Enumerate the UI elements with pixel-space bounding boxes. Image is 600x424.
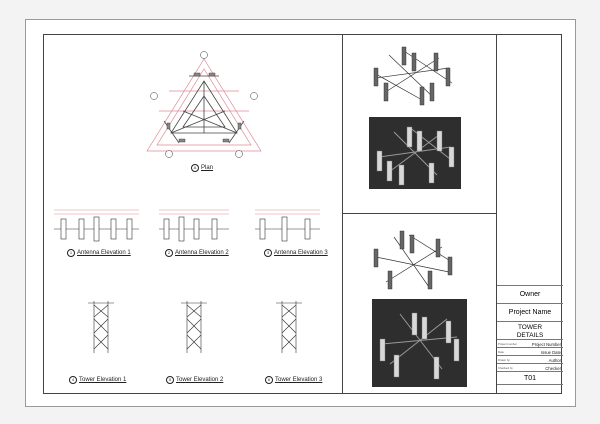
drawing-sheet: A Plan 1 Antenna Elevation 1: [25, 19, 576, 407]
antenna-elevation-3-drawing[interactable]: [250, 205, 325, 245]
sheet-number-field: T01: [497, 371, 563, 385]
sheet-title-field: TOWER DETAILS: [497, 321, 563, 339]
view-label-antenna-elevation-1[interactable]: 1 Antenna Elevation 1: [67, 249, 131, 257]
view-number: 5: [166, 376, 174, 384]
view-label-plan[interactable]: A Plan: [191, 164, 213, 172]
view-label-tower-elevation-3[interactable]: 6 Tower Elevation 3: [265, 376, 322, 384]
owner-field: Owner: [497, 285, 563, 303]
row-key: Date: [498, 349, 504, 354]
tower-elevation-3-drawing[interactable]: [274, 297, 304, 357]
3d-shaded-render-bottom[interactable]: [372, 299, 467, 387]
tower-elevation-1-drawing[interactable]: [86, 297, 116, 357]
view-label-antenna-elevation-2[interactable]: 2 Antenna Elevation 2: [165, 249, 229, 257]
titleblock-row-project-number: Project number Project Number: [497, 339, 563, 348]
render-divider: [342, 213, 496, 214]
view-title: Plan: [201, 165, 214, 171]
plan-view-drawing[interactable]: [139, 51, 269, 161]
titleblock-row-checked-by: Checked by Checker: [497, 363, 563, 372]
view-title: Tower Elevation 3: [275, 377, 323, 383]
view-number: 2: [165, 249, 173, 257]
3d-wireframe-render-bottom[interactable]: [364, 227, 459, 295]
title-block: Owner Project Name TOWER DETAILS Project…: [497, 35, 563, 393]
3d-wireframe-render-top[interactable]: [364, 43, 459, 108]
view-title: Tower Elevation 2: [176, 377, 224, 383]
row-value: Author: [548, 357, 561, 363]
column-divider: [342, 35, 343, 393]
view-label-antenna-elevation-3[interactable]: 3 Antenna Elevation 3: [264, 249, 328, 257]
sheet-title-line1: TOWER: [517, 324, 543, 331]
view-title: Antenna Elevation 3: [274, 250, 328, 256]
titleblock-divider: [496, 35, 497, 393]
view-number: 1: [67, 249, 75, 257]
view-title: Tower Elevation 1: [79, 377, 127, 383]
project-name-field: Project Name: [497, 303, 563, 321]
view-title: Antenna Elevation 2: [175, 250, 229, 256]
row-key: Drawn by: [498, 357, 510, 362]
view-label-tower-elevation-1[interactable]: 4 Tower Elevation 1: [69, 376, 126, 384]
view-number: 4: [69, 376, 77, 384]
row-value: Project Number: [531, 341, 561, 347]
titleblock-row-date: Date Issue Date: [497, 347, 563, 356]
row-value: Checker: [545, 365, 561, 371]
antenna-elevation-2-drawing[interactable]: [154, 205, 234, 245]
view-number: A: [191, 164, 199, 172]
sheet-border: A Plan 1 Antenna Elevation 1: [43, 34, 563, 394]
row-key: Project number: [498, 341, 517, 346]
view-label-tower-elevation-2[interactable]: 5 Tower Elevation 2: [166, 376, 223, 384]
sheet-title-line2: DETAILS: [516, 331, 544, 339]
tower-elevation-2-drawing[interactable]: [179, 297, 209, 357]
antenna-elevation-1-drawing[interactable]: [49, 205, 144, 245]
row-value: Issue Date: [540, 349, 561, 355]
row-key: Checked by: [498, 365, 513, 370]
view-number: 6: [265, 376, 273, 384]
view-number: 3: [264, 249, 272, 257]
titleblock-row-drawn-by: Drawn by Author: [497, 355, 563, 364]
view-title: Antenna Elevation 1: [77, 250, 131, 256]
3d-shaded-render-top[interactable]: [369, 117, 461, 189]
